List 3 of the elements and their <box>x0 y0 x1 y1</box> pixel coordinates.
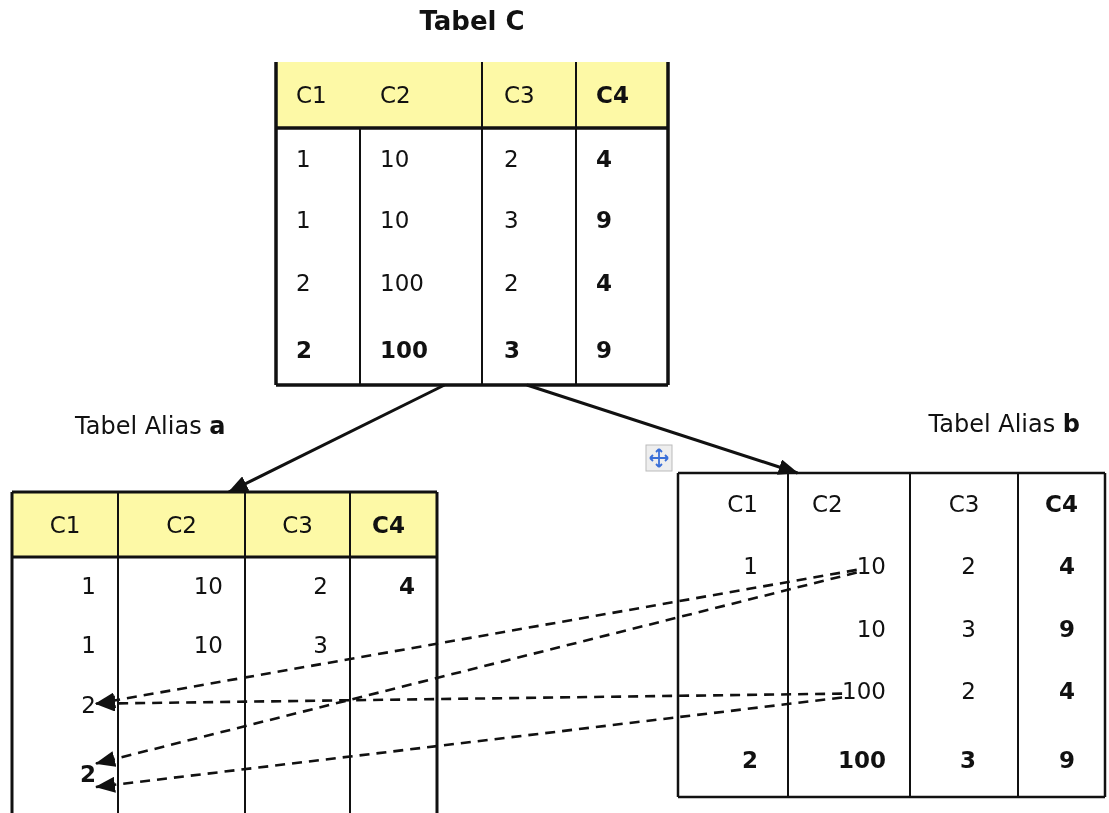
table-title: Tabel Alias a <box>75 412 226 440</box>
table-title: Tabel C <box>418 6 526 36</box>
table-title: Tabel Alias b <box>928 410 1080 438</box>
